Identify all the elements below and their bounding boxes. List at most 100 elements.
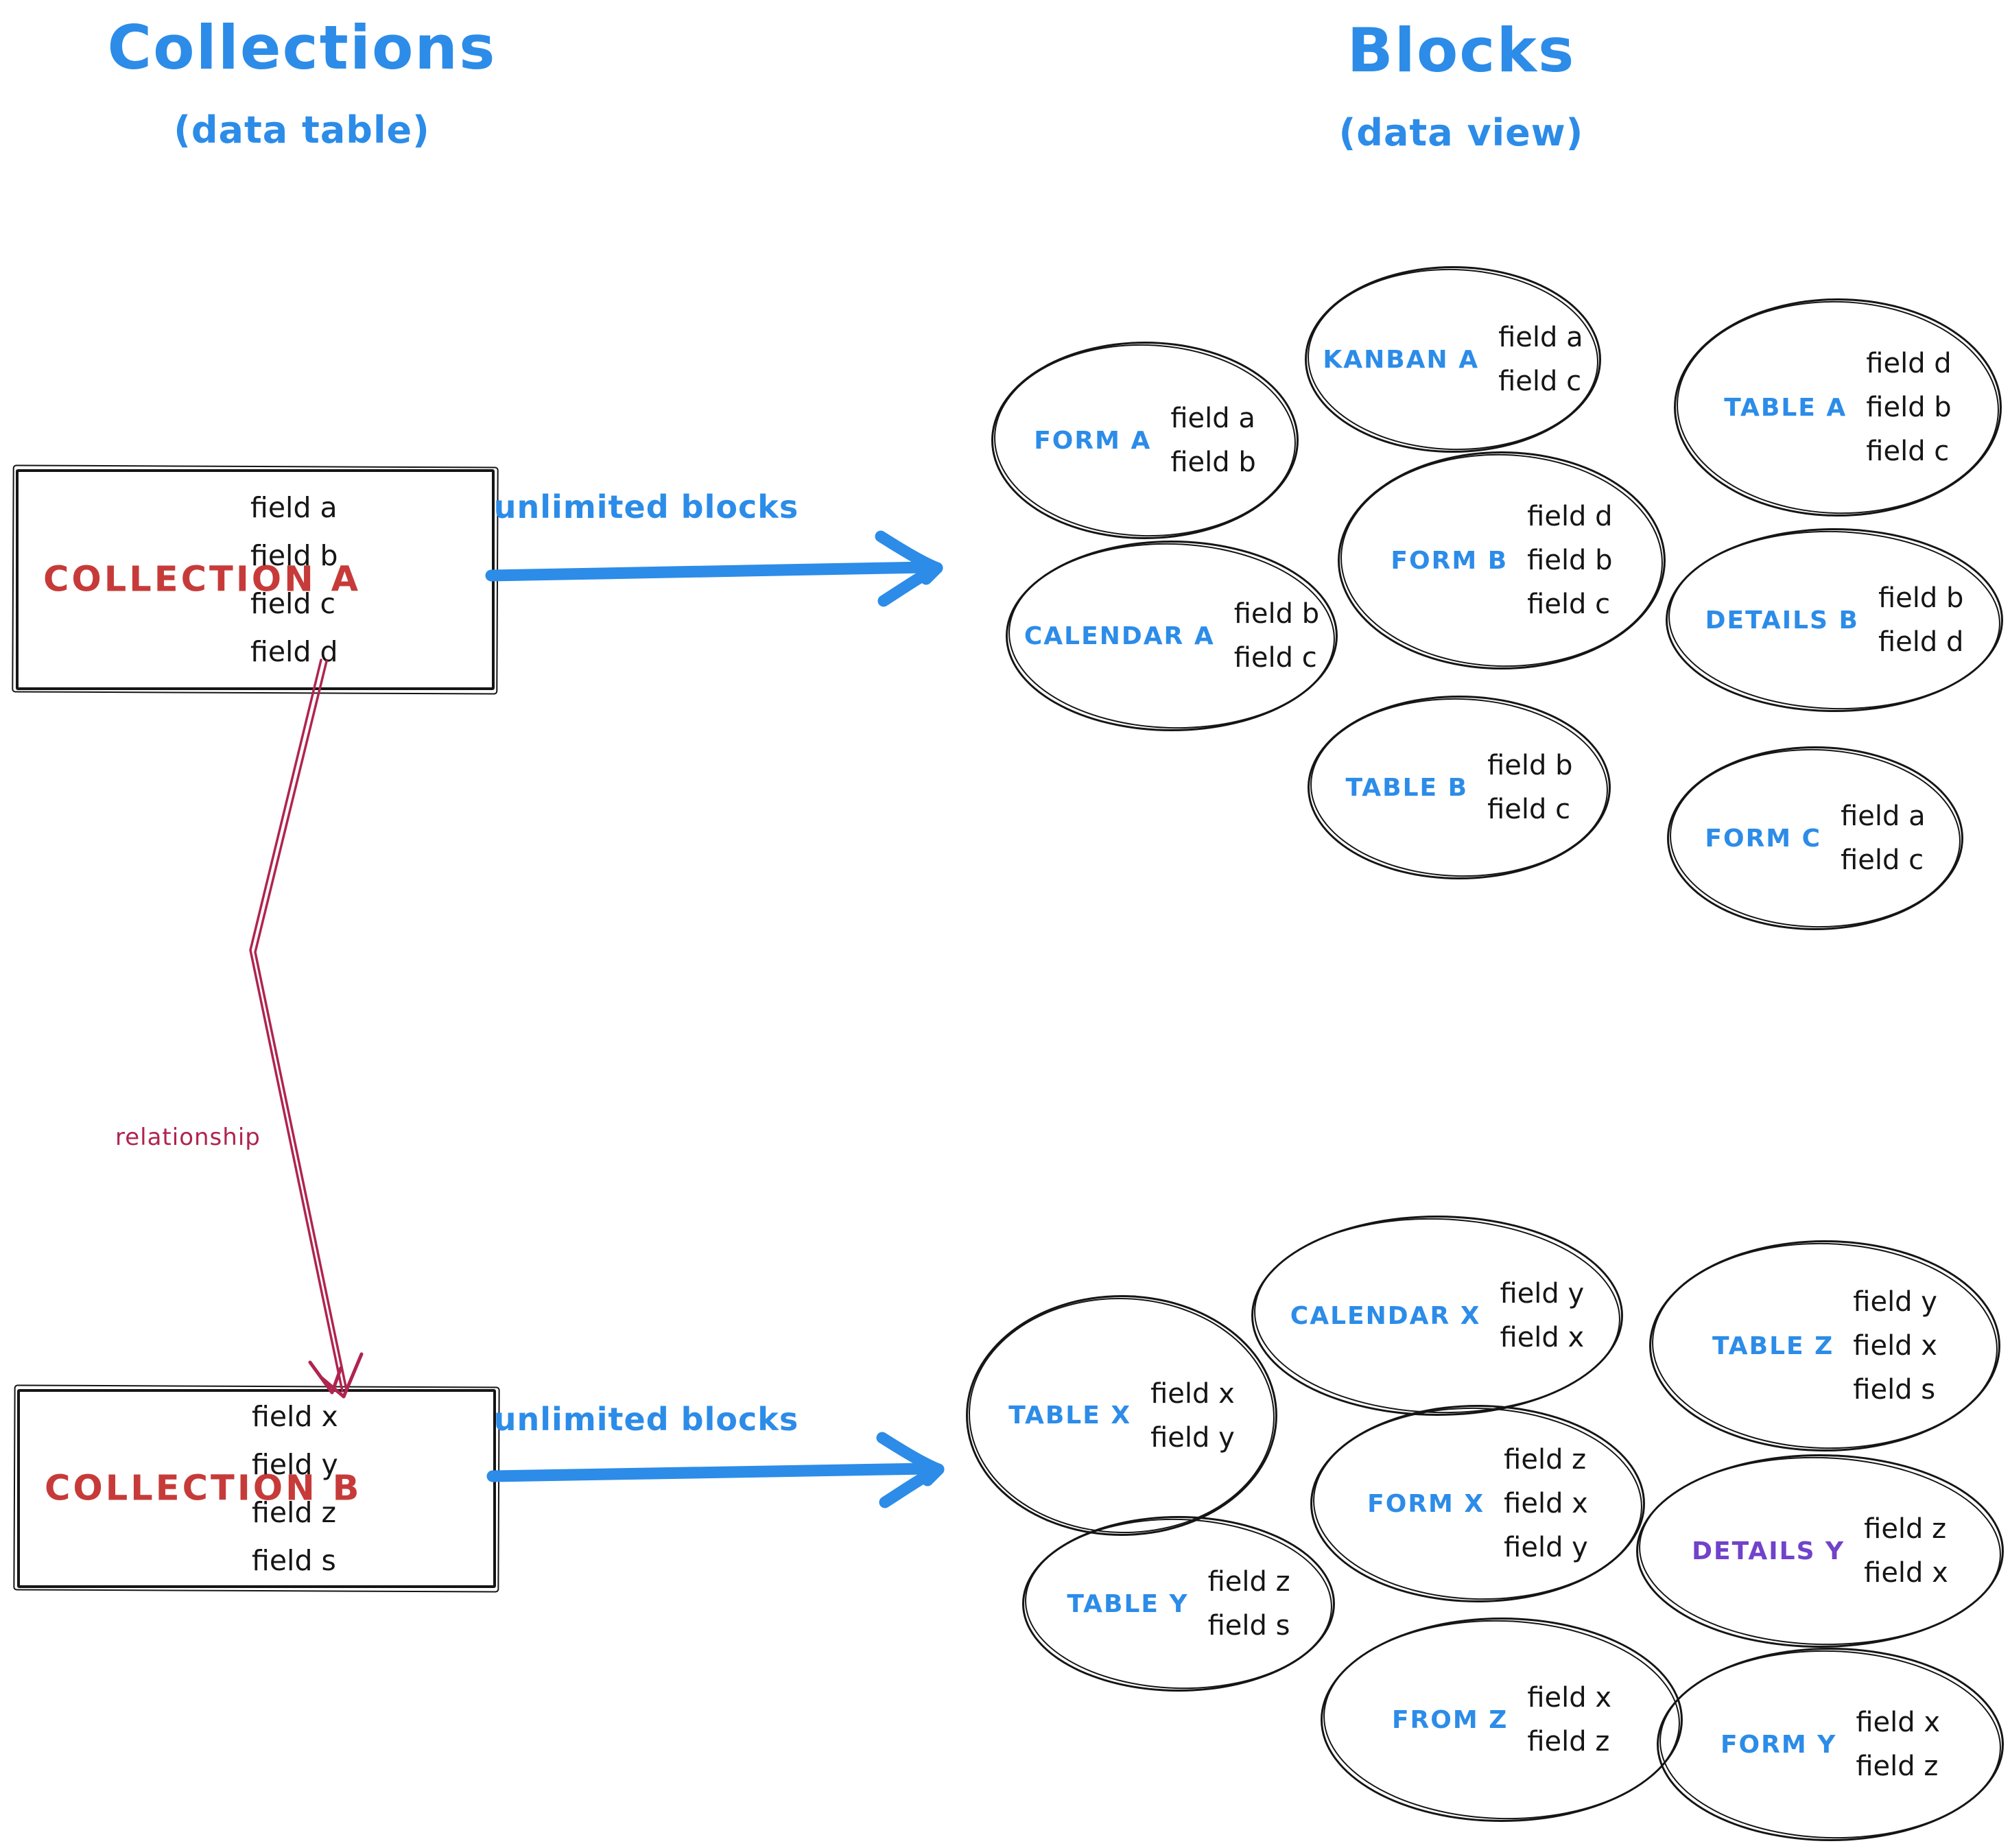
block-field: field c — [1498, 366, 1582, 397]
block-field: field z — [1504, 1444, 1587, 1476]
collection-b-field: field y — [252, 1448, 338, 1481]
block-field: field c — [1841, 844, 1924, 876]
block-from-z-fields: field x field z — [1527, 1676, 1611, 1764]
block-details-b-fields: field b field d — [1878, 576, 1963, 664]
collection-b-field: field x — [252, 1400, 338, 1433]
block-calendar-x: CALENDAR X field y field x — [1251, 1216, 1623, 1416]
block-field: field d — [1527, 501, 1613, 532]
collection-a-name: COLLECTION A — [43, 559, 362, 600]
block-details-y-fields: field z field x — [1864, 1507, 1948, 1595]
block-table-a-fields: field d field b field c — [1866, 342, 1951, 473]
block-form-a: FORM A field a field b — [991, 342, 1299, 539]
unlimited-blocks-label-b: unlimited blocks — [493, 1401, 799, 1438]
block-table-x-label: TABLE X — [1008, 1401, 1132, 1430]
block-table-z-fields: field y field x field s — [1853, 1280, 1937, 1412]
block-field: field s — [1853, 1374, 1936, 1406]
block-table-x: TABLE X field x field y — [966, 1295, 1277, 1536]
block-field: field b — [1878, 582, 1964, 614]
collection-a-box: COLLECTION A field a field b field c fie… — [16, 469, 495, 690]
unlimited-blocks-arrow-b — [486, 1432, 945, 1508]
block-field: field x — [1527, 1682, 1612, 1714]
block-field: field d — [1878, 626, 1964, 658]
block-form-x-label: FORM X — [1367, 1489, 1485, 1518]
block-form-y-fields: field x field z — [1856, 1701, 1940, 1788]
block-field: field y — [1150, 1421, 1235, 1454]
block-field: field b — [1233, 598, 1320, 630]
block-form-b-label: FORM B — [1391, 546, 1509, 575]
block-field: field x — [1864, 1557, 1948, 1589]
blocks-title: Blocks — [1347, 15, 1576, 86]
block-field: field y — [1504, 1532, 1588, 1563]
relationship-label: relationship — [115, 1124, 261, 1151]
block-calendar-x-label: CALENDAR X — [1290, 1301, 1481, 1330]
block-field: field x — [1856, 1707, 1941, 1738]
block-details-b-label: DETAILS B — [1705, 606, 1859, 635]
collection-a-fields: field a field b field c field d — [250, 484, 338, 676]
block-field: field c — [1866, 436, 1950, 467]
collection-b-box: COLLECTION B field x field y field z fie… — [17, 1389, 496, 1588]
collection-a-field: field a — [250, 491, 338, 524]
block-field: field a — [1841, 801, 1926, 832]
collection-b-name: COLLECTION B — [45, 1468, 362, 1509]
block-form-b: FORM B field d field b field c — [1338, 451, 1666, 670]
block-form-a-label: FORM A — [1034, 426, 1152, 455]
block-table-y: TABLE Y field z field s — [1022, 1516, 1335, 1692]
block-form-c-fields: field a field c — [1841, 794, 1926, 882]
collection-b-field: field z — [252, 1496, 337, 1529]
block-field: field x — [1504, 1488, 1588, 1519]
block-table-z-label: TABLE Z — [1712, 1331, 1834, 1360]
block-field: field z — [1856, 1751, 1939, 1782]
block-field: field c — [1233, 642, 1317, 674]
block-field: field c — [1527, 589, 1611, 620]
block-table-a-label: TABLE A — [1724, 393, 1847, 422]
block-calendar-a-fields: field b field c — [1234, 592, 1319, 680]
block-from-z-label: FROM Z — [1391, 1705, 1509, 1734]
block-calendar-x-fields: field y field x — [1500, 1272, 1585, 1360]
block-field: field y — [1853, 1286, 1937, 1318]
block-field: field b — [1170, 447, 1256, 478]
block-field: field a — [1498, 322, 1583, 353]
block-table-y-fields: field z field s — [1208, 1560, 1290, 1648]
block-form-y-label: FORM Y — [1720, 1730, 1837, 1759]
block-table-y-label: TABLE Y — [1067, 1589, 1189, 1618]
block-field: field a — [1170, 403, 1255, 434]
block-field: field b — [1487, 750, 1573, 781]
block-details-y: DETAILS Y field z field x — [1636, 1454, 2004, 1648]
block-form-c-label: FORM C — [1705, 824, 1822, 853]
block-table-b-label: TABLE B — [1345, 773, 1469, 802]
block-field: field x — [1150, 1377, 1235, 1410]
collection-a-field: field d — [250, 635, 338, 668]
collections-title: Collections — [107, 12, 497, 83]
collection-a-field: field c — [250, 587, 336, 620]
block-table-z: TABLE Z field y field x field s — [1649, 1240, 2000, 1452]
block-field: field z — [1207, 1566, 1290, 1598]
block-details-y-label: DETAILS Y — [1692, 1537, 1845, 1565]
collection-a-field: field b — [250, 539, 338, 572]
block-field: field b — [1527, 545, 1613, 576]
block-from-z: FROM Z field x field z — [1321, 1618, 1683, 1822]
block-form-x: FORM X field z field x field y — [1310, 1405, 1645, 1602]
unlimited-blocks-label-a: unlimited blocks — [493, 488, 799, 525]
block-table-x-fields: field x field y — [1150, 1372, 1235, 1460]
block-kanban-a-fields: field a field c — [1498, 316, 1583, 403]
block-field: field x — [1500, 1322, 1585, 1353]
block-form-a-fields: field a field b — [1170, 396, 1255, 484]
block-field: field s — [1207, 1610, 1290, 1642]
block-field: field x — [1853, 1330, 1937, 1362]
unlimited-blocks-arrow-a — [485, 530, 943, 607]
block-field: field c — [1487, 794, 1571, 825]
block-details-b: DETAILS B field b field d — [1666, 528, 2003, 712]
block-field: field y — [1500, 1278, 1585, 1310]
block-field: field z — [1527, 1726, 1610, 1757]
block-form-c: FORM C field a field c — [1667, 746, 1963, 930]
block-kanban-a: KANBAN A field a field c — [1305, 266, 1601, 453]
block-field: field d — [1866, 348, 1952, 379]
block-field: field b — [1866, 392, 1952, 423]
block-table-b-fields: field b field c — [1487, 744, 1572, 831]
block-form-x-fields: field z field x field y — [1504, 1438, 1588, 1569]
block-table-b: TABLE B field b field c — [1308, 696, 1611, 879]
block-calendar-a: CALENDAR A field b field c — [1006, 541, 1338, 731]
collection-b-field: field s — [252, 1544, 336, 1577]
collections-subtitle: (data table) — [174, 108, 430, 152]
